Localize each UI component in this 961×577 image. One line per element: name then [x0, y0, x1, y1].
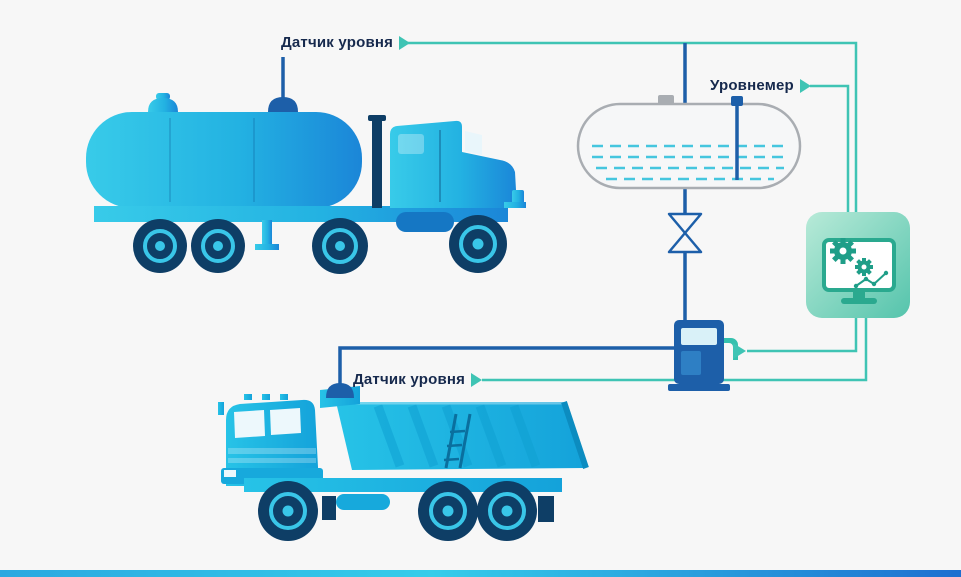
- dump-sensor-arrow-icon: [471, 372, 483, 387]
- monitor-stand: [853, 290, 865, 298]
- dispenser-base: [668, 384, 730, 391]
- label-tanker-sensor: Датчик уровня: [281, 34, 411, 51]
- pipe-dispenser-to-dump-truck: [338, 346, 674, 390]
- signal-line-tank-gauge: [810, 84, 850, 212]
- dump-wheels: [258, 481, 537, 541]
- pipeline-valve-icon: [667, 212, 703, 254]
- tanker-truck-illustration: [86, 93, 526, 274]
- chart-line-icon: [853, 270, 889, 289]
- dump-bed-ribs: [373, 404, 541, 468]
- dump-tailgate-edge: [561, 401, 589, 469]
- small-gear-icon: [855, 258, 873, 276]
- tanker-level-sensor-icon: [268, 97, 298, 112]
- dispenser-keypad: [681, 351, 701, 375]
- tanker-sleeper-window: [398, 134, 424, 154]
- dump-cab-window-left: [234, 410, 265, 438]
- dump-sensor-label-text: Датчик уровня: [353, 371, 466, 388]
- level-gauge-head: [731, 96, 743, 106]
- dump-truck-illustration: [218, 383, 589, 541]
- dump-mudflap-rear: [538, 496, 554, 522]
- monitor-base: [841, 298, 877, 304]
- tanker-fuel-tank: [396, 212, 454, 232]
- label-dump-sensor: Датчик уровня: [353, 371, 483, 388]
- dispenser-signal-arrow-icon: [733, 343, 746, 359]
- gear-icon: [830, 238, 856, 264]
- signal-lines: [405, 41, 868, 382]
- tanker-sensor-label-text: Датчик уровня: [281, 34, 394, 51]
- dump-cab-window-right: [270, 408, 301, 435]
- tank-gauge-arrow-icon: [799, 78, 811, 93]
- tanker-sensor-arrow-icon: [399, 35, 411, 50]
- tank-liquid-level: [592, 144, 788, 181]
- footer-gradient-bar: [0, 570, 961, 577]
- tanker-wheels: [133, 215, 507, 274]
- tanker-barrel: [86, 112, 362, 208]
- dump-level-sensor-icon: [326, 383, 354, 398]
- signal-line-tanker-sensor: [405, 41, 858, 353]
- label-tank-gauge: Уровнемер: [710, 77, 811, 94]
- tanker-windshield: [465, 131, 482, 155]
- tank-fitting: [658, 95, 674, 105]
- dump-headlight: [224, 470, 236, 477]
- dispenser-screen: [681, 328, 717, 345]
- dump-bed-ladder: [443, 413, 472, 469]
- storage-tank: [576, 95, 802, 190]
- monitoring-system-icon: [806, 212, 910, 318]
- dump-fuel-tank: [336, 494, 390, 510]
- fuel-dispenser-icon: [668, 320, 746, 391]
- tanker-cab: [390, 120, 517, 208]
- tank-gauge-label-text: Уровнемер: [710, 77, 794, 94]
- dump-mudflap-front: [322, 496, 336, 520]
- dump-mirror: [218, 402, 224, 415]
- dump-chassis: [244, 478, 562, 492]
- pipes: [281, 43, 687, 390]
- tanker-exhaust-stack: [372, 120, 382, 208]
- tanker-hatch: [148, 98, 178, 112]
- signal-line-dump-sensor: [482, 318, 868, 382]
